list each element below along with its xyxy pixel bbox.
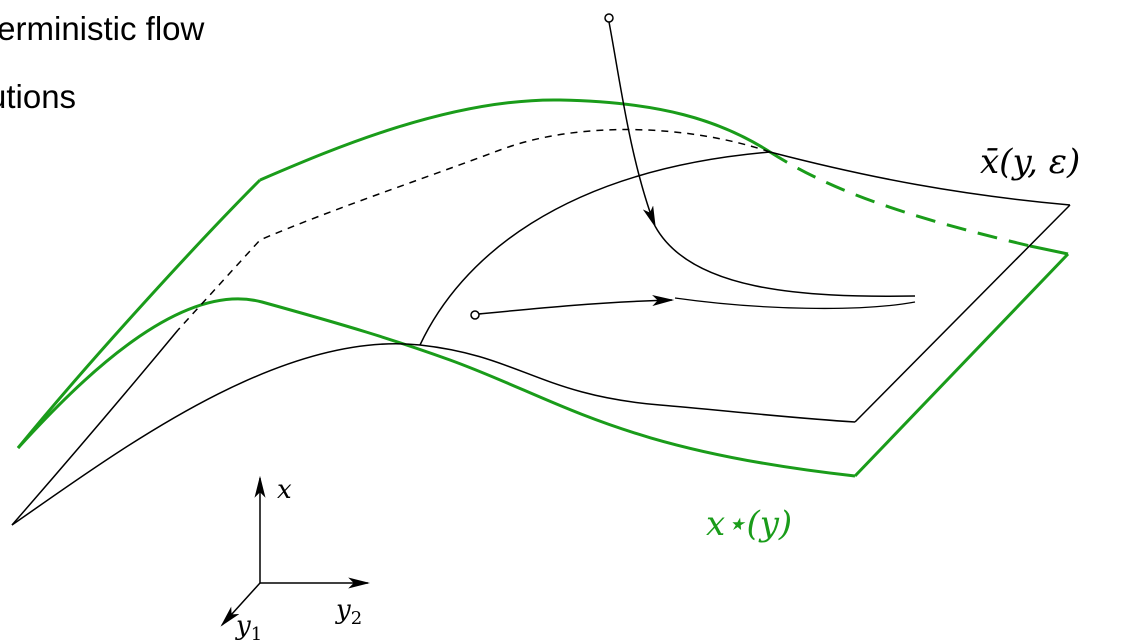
trajectory-start-middle [470,310,480,320]
critical-manifold-front-edge [16,297,856,478]
trajectory-top-slow [654,225,916,297]
axis-y2-label: y2 [335,595,362,629]
axis-y1-subscript: 1 [251,624,262,644]
axis-y1-label: y1 [235,611,262,644]
trajectory-middle [478,295,675,315]
critical-manifold-right-edge [853,252,1070,478]
slow-manifold-fold-line [419,151,771,346]
axis-y2-subscript: 2 [351,608,362,629]
critical-manifold-hidden-edge [769,150,1031,248]
axis-y2-letter: y [335,595,351,625]
critical-manifold-back-edge [259,98,771,182]
slow-manifold-right-edge [854,204,1071,423]
slow-manifold-back-edge [769,151,1071,206]
slow-manifold [11,128,1071,526]
caption-line-2: utions [0,78,77,115]
caption-line-1: terministic flow [0,10,205,47]
slow-manifold-left-edge [11,329,179,526]
trajectory-top-slow-parallel [674,297,916,310]
axis-y1-letter: y [235,611,251,641]
trajectories [470,13,916,320]
trajectory-top-fast [608,21,656,229]
critical-manifold-right-stub [1029,244,1069,256]
axis-x-label: x [277,475,292,505]
critical-manifold-label: x⋆(y) [706,504,792,544]
slow-manifold-label: x̄(y, ε) [980,142,1080,182]
coordinate-axes [220,475,371,627]
trajectory-start-top [604,13,614,23]
slow-manifold-hidden-back-edge [177,128,771,331]
axis-y1-arrow [220,582,261,627]
critical-manifold [16,98,1070,478]
slow-manifold-front-edge [11,343,856,526]
critical-manifold-left-edge [16,178,262,449]
